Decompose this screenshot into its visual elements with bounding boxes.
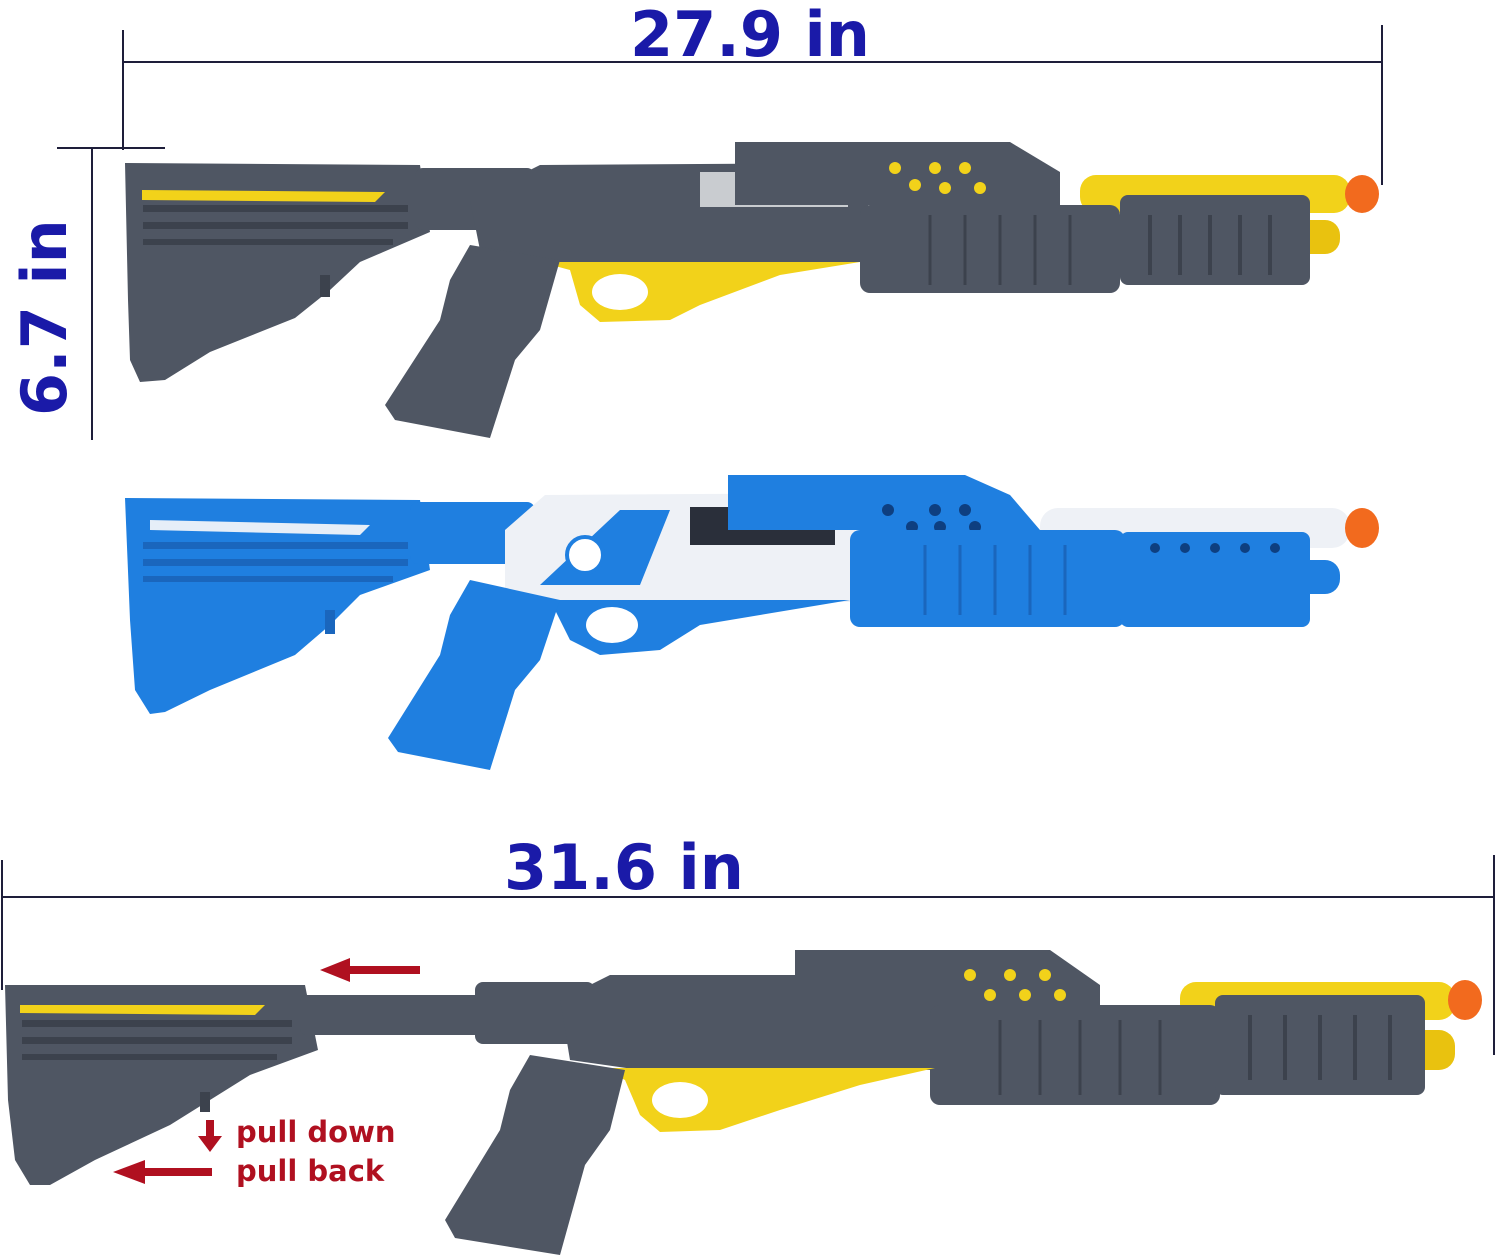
blaster-blue-white	[125, 475, 1379, 770]
arrow-left-icon	[113, 1160, 212, 1184]
top-length-label: 27.9 in	[630, 0, 870, 71]
arrow-left-icon	[320, 958, 420, 982]
top-height-label: 6.7 in	[8, 219, 81, 416]
pull-back-label: pull back	[236, 1154, 385, 1188]
pull-down-label: pull down	[236, 1115, 396, 1149]
arrow-down-icon	[198, 1120, 222, 1152]
blaster-extended	[5, 950, 1482, 1255]
blaster-grey-yellow	[125, 142, 1379, 438]
dimension-lines	[1, 25, 1495, 1055]
extended-length-label: 31.6 in	[504, 831, 744, 904]
